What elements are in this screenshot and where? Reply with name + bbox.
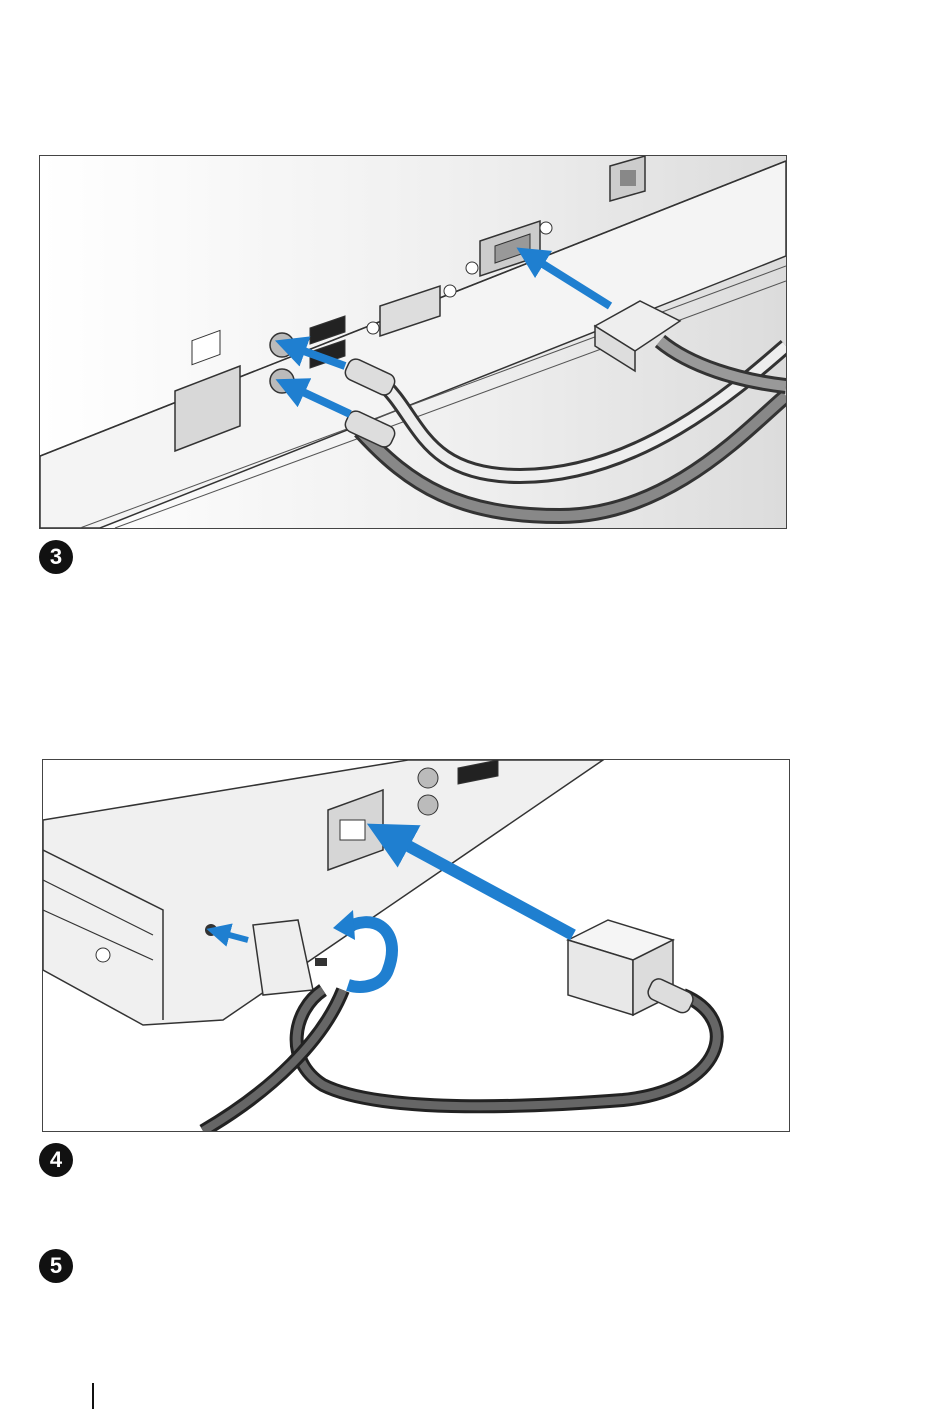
page-footer-rule (92, 1383, 94, 1409)
step-number-badge: 5 (39, 1249, 73, 1283)
step-number-badge: 3 (39, 540, 73, 574)
step-number-badge: 4 (39, 1143, 73, 1177)
illustration-power-cord (42, 759, 790, 1132)
power-connection-illustration (43, 760, 789, 1131)
illustration-peripheral-cables (39, 155, 787, 529)
cable-connection-illustration (40, 156, 786, 528)
